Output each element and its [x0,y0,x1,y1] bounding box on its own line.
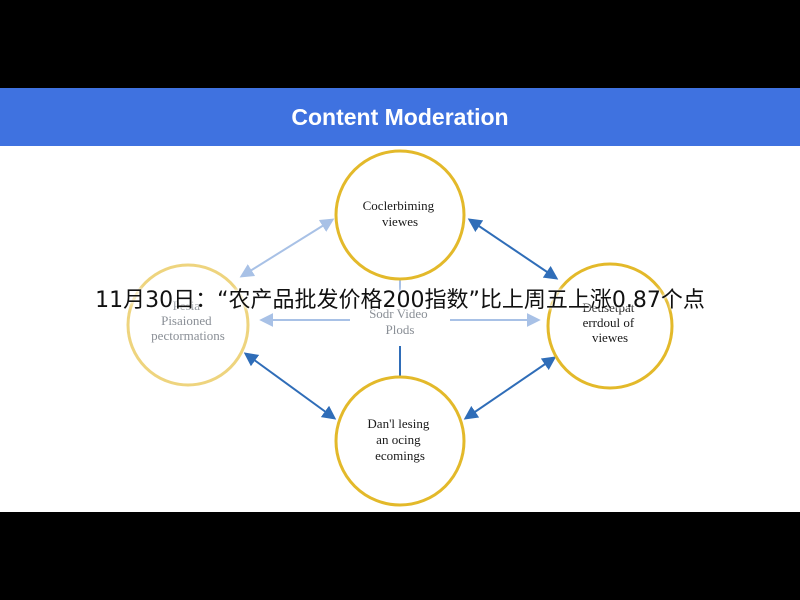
node-left-line-1: Pesia [173,298,201,313]
node-right-circle [546,262,674,390]
slide-title: Content Moderation [291,104,509,130]
node-top-circle [334,149,466,281]
node-bottom-line-2: an ocing [376,432,421,447]
node-left-line-2: Pisaioned [161,313,212,328]
svg-text:Sodr Video Plods: Sodr Video Plods [369,306,431,337]
arrow-top-right [467,218,559,280]
moderation-diagram: Coclerbiming viewes Pesia Pisaioned pect… [126,149,674,507]
svg-text:Dan'l lesing an ocing: Dan'l lesing an ocing ecomings [367,416,432,463]
node-right-line-2: errdoul of [583,315,635,330]
node-left-line-3: pectormations [151,328,225,343]
node-top-line-2: viewes [382,214,418,229]
slide-header: Content Moderation [0,88,800,146]
node-bottom-circle [334,375,466,507]
svg-text:Pesia Pisaioned pe: Pesia Pisaioned pectormations [151,298,225,343]
svg-text:Deusetpat errdoul of: Deusetpat errdoul of viewes [582,300,637,345]
node-right-line-3: viewes [592,330,628,345]
node-center-line-2: Plods [386,322,415,337]
arrow-bottom-right [463,356,557,420]
node-bottom-line-3: ecomings [375,448,425,463]
slide: Content Moderation Coclerbiming viewes P… [0,88,800,512]
news-caption-overlay: 11月30日：“农产品批发价格200指数”比上周五上涨0.87个点 [95,288,705,313]
node-center-line-1: Sodr Video [369,306,428,321]
node-bottom-line-1: Dan'l lesing [367,416,429,431]
svg-text:Coclerbiming viewes: Coclerbiming viewes [363,198,438,229]
node-left-circle [126,263,250,387]
arrow-left-top [239,218,335,278]
arrow-left-bottom [243,352,337,420]
node-right-line-1: Deusetpat [582,300,634,315]
node-top-line-1: Coclerbiming [363,198,435,213]
